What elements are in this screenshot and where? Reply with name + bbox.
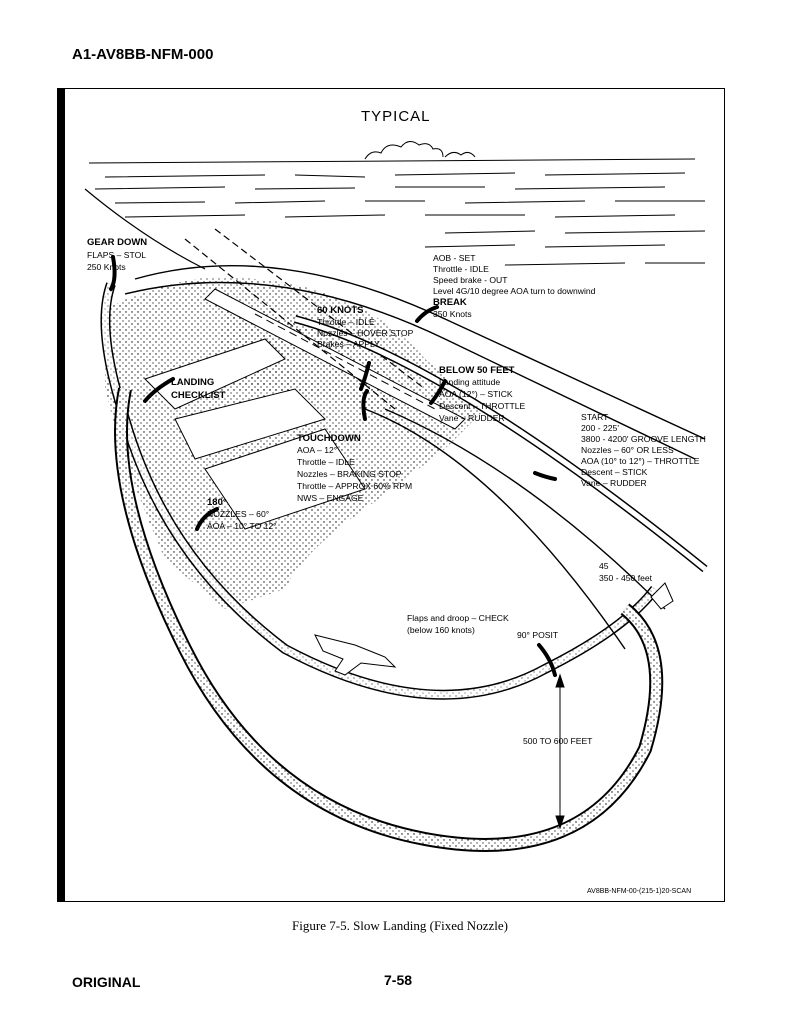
svg-text:AOA – 10° TO 12°: AOA – 10° TO 12° xyxy=(207,521,277,531)
footer-revision: ORIGINAL xyxy=(72,974,141,990)
svg-text:CHECKLIST: CHECKLIST xyxy=(171,390,226,401)
svg-text:350 - 450 feet: 350 - 450 feet xyxy=(599,573,653,583)
svg-text:AOA (12°) – STICK: AOA (12°) – STICK xyxy=(439,389,513,399)
figure-caption: Figure 7-5. Slow Landing (Fixed Nozzle) xyxy=(292,918,508,933)
svg-text:FLAPS – STOL: FLAPS – STOL xyxy=(87,250,146,260)
figure-frame: TYPICAL xyxy=(57,88,725,902)
svg-text:AOB - SET: AOB - SET xyxy=(433,253,476,263)
svg-text:Brakes – APPLY: Brakes – APPLY xyxy=(317,339,380,349)
svg-text:350 Knots: 350 Knots xyxy=(433,309,472,319)
svg-text:200 - 225': 200 - 225' xyxy=(581,423,619,433)
svg-text:START: START xyxy=(581,412,609,422)
svg-text:Descent – STICK: Descent – STICK xyxy=(581,467,648,477)
svg-text:180°: 180° xyxy=(207,497,227,508)
svg-text:TOUCHDOWN: TOUCHDOWN xyxy=(297,433,361,444)
svg-text:BELOW 50 FEET: BELOW 50 FEET xyxy=(439,365,515,376)
landing-pattern-diagram: TYPICAL xyxy=(84,108,708,895)
one-eighty-callout: 180° NOZZLES – 60° AOA – 10° TO 12° xyxy=(207,497,277,531)
ninety-posit-label: 90° POSIT xyxy=(517,630,559,640)
svg-text:LANDING: LANDING xyxy=(171,377,214,388)
svg-text:Flaps and droop – CHECK: Flaps and droop – CHECK xyxy=(407,613,509,623)
svg-text:Landing attitude: Landing attitude xyxy=(439,377,500,387)
svg-text:Vane – RUDDER: Vane – RUDDER xyxy=(581,478,647,488)
altitude-indicator xyxy=(555,673,565,830)
flaps-droop-callout: Flaps and droop – CHECK (below 160 knots… xyxy=(407,613,509,635)
svg-text:3800 - 4200' GROOVE LENGTH: 3800 - 4200' GROOVE LENGTH xyxy=(581,434,706,444)
svg-text:Descent – THROTTLE: Descent – THROTTLE xyxy=(439,401,526,411)
sixty-knots-callout: 60 KNOTS Throttle – IDLE Nozzles – HOVER… xyxy=(317,305,414,349)
svg-text:BREAK: BREAK xyxy=(433,297,467,308)
below-50-feet-callout: BELOW 50 FEET Landing attitude AOA (12°)… xyxy=(439,365,526,423)
svg-text:45: 45 xyxy=(599,561,609,571)
svg-text:GEAR DOWN: GEAR DOWN xyxy=(87,237,147,248)
start-callout: START 200 - 225' 3800 - 4200' GROOVE LEN… xyxy=(581,412,706,488)
svg-text:60 KNOTS: 60 KNOTS xyxy=(317,305,363,316)
touchdown-callout: TOUCHDOWN AOA – 12° Throttle – IDLE Nozz… xyxy=(297,433,412,503)
figure-title: TYPICAL xyxy=(361,108,431,125)
document-id: A1-AV8BB-NFM-000 xyxy=(72,46,214,63)
svg-text:AOA (10° to 12°) – THROTTLE: AOA (10° to 12°) – THROTTLE xyxy=(581,456,700,466)
svg-text:Nozzles – BRAKING STOP: Nozzles – BRAKING STOP xyxy=(297,469,402,479)
svg-text:Nozzles – 60° OR LESS: Nozzles – 60° OR LESS xyxy=(581,445,674,455)
svg-text:AOA – 12°: AOA – 12° xyxy=(297,445,337,455)
page-number: 7-58 xyxy=(384,972,413,988)
svg-text:Throttle – APPROX 60% RPM: Throttle – APPROX 60% RPM xyxy=(297,481,412,491)
horizon-scenery xyxy=(84,141,706,270)
airfield xyxy=(144,288,466,530)
svg-text:NWS – ENGAGE: NWS – ENGAGE xyxy=(297,493,364,503)
aircraft-icon xyxy=(314,582,674,676)
gear-down-callout: GEAR DOWN FLAPS – STOL 250 Knots xyxy=(87,237,147,272)
scan-id: AV8BB-NFM-00-(215-1)20-SCAN xyxy=(587,888,691,895)
break-callout: AOB - SET Throttle - IDLE Speed brake - … xyxy=(433,253,596,319)
svg-text:Speed brake - OUT: Speed brake - OUT xyxy=(433,275,508,285)
svg-text:NOZZLES – 60°: NOZZLES – 60° xyxy=(207,509,269,519)
svg-text:Level 4G/10 degree AOA turn to: Level 4G/10 degree AOA turn to downwind xyxy=(433,286,596,296)
svg-text:Throttle – IDLE: Throttle – IDLE xyxy=(297,457,355,467)
svg-text:Vane – RUDDER: Vane – RUDDER xyxy=(439,413,505,423)
angle-distance-callout: 45 350 - 450 feet xyxy=(599,561,653,583)
callout-arrows xyxy=(109,255,557,677)
altitude-label: 500 TO 600 FEET xyxy=(523,736,593,746)
svg-text:Throttle - IDLE: Throttle - IDLE xyxy=(433,264,489,274)
svg-text:Throttle – IDLE: Throttle – IDLE xyxy=(317,317,375,327)
landing-checklist-callout: LANDING CHECKLIST xyxy=(171,377,226,401)
svg-text:250 Knots: 250 Knots xyxy=(87,262,126,272)
svg-text:Nozzles – HOVER STOP: Nozzles – HOVER STOP xyxy=(317,328,414,338)
landing-pattern-track xyxy=(100,265,708,852)
svg-text:(below 160 knots): (below 160 knots) xyxy=(407,625,475,635)
